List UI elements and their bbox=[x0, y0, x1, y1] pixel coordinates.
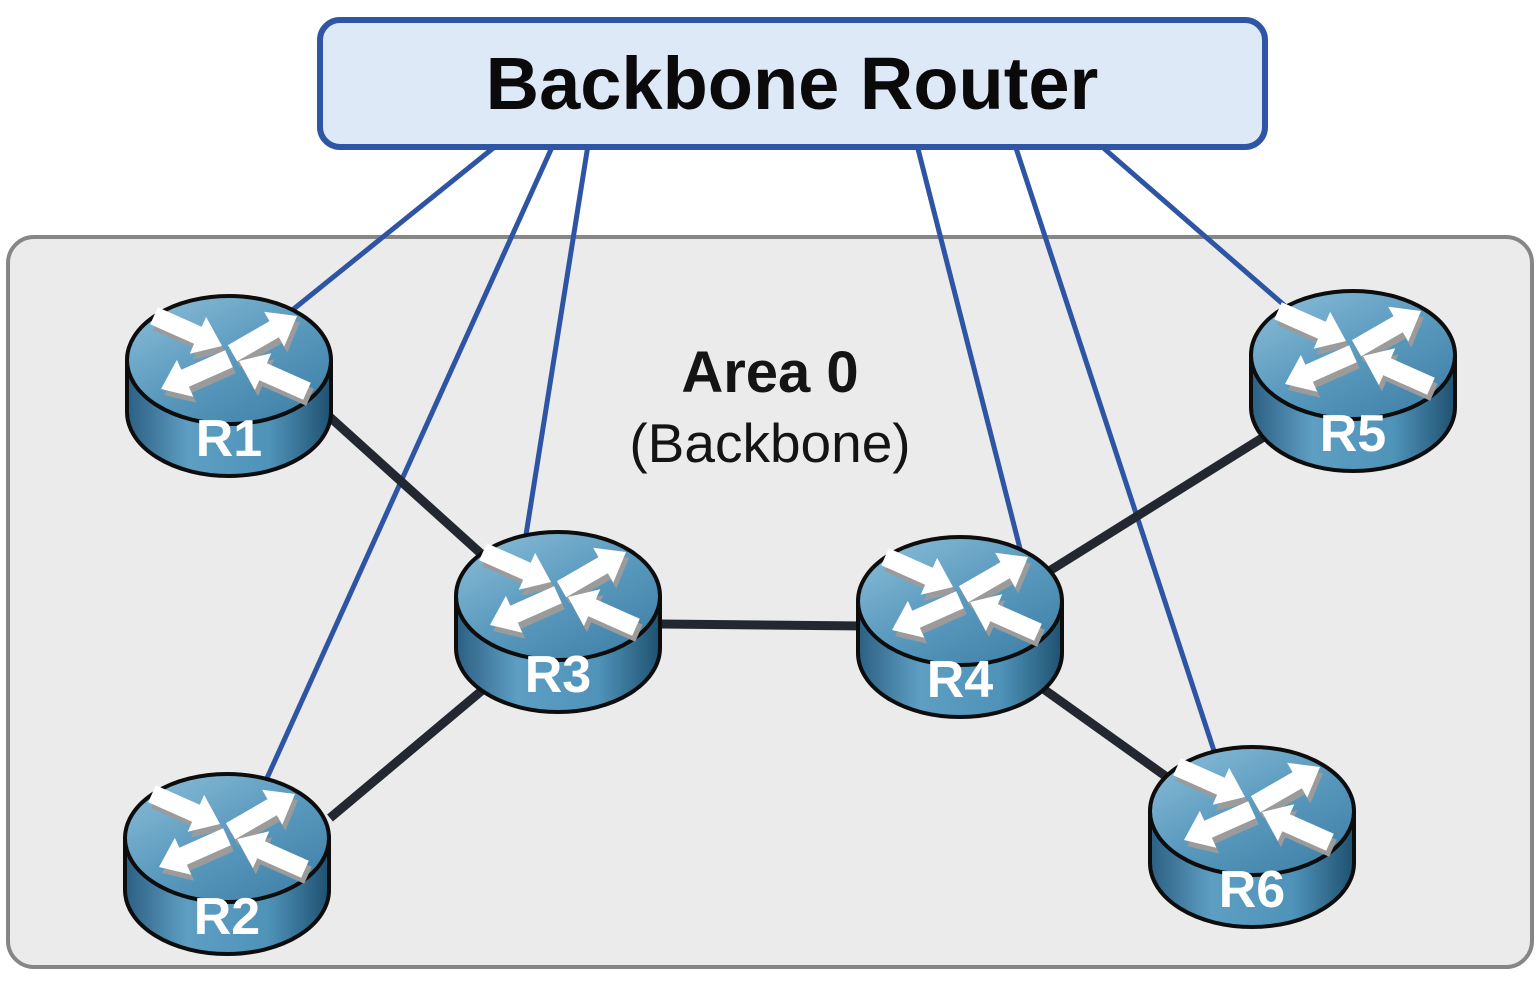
router-r4: R4 bbox=[858, 537, 1062, 717]
area0-subtitle: (Backbone) bbox=[629, 412, 910, 474]
router-label-r4: R4 bbox=[927, 651, 994, 709]
uplink-backbone-r1 bbox=[278, 143, 499, 322]
router-label-r1: R1 bbox=[196, 410, 262, 468]
router-label-r2: R2 bbox=[194, 888, 260, 946]
router-label-r6: R6 bbox=[1219, 861, 1285, 919]
router-r5: R5 bbox=[1251, 291, 1455, 471]
backbone-router-box bbox=[317, 17, 1268, 150]
routers: R1 R2 R3 R4 R5 R6 bbox=[125, 291, 1455, 954]
uplink-backbone-r2 bbox=[227, 143, 556, 862]
area0-title: Area 0 bbox=[681, 340, 858, 405]
backbone-router-title: Backbone Router bbox=[486, 42, 1099, 125]
uplink-backbone-r6 bbox=[1012, 144, 1243, 831]
router-label-r3: R3 bbox=[525, 646, 591, 704]
router-r6: R6 bbox=[1150, 747, 1354, 927]
router-r2: R2 bbox=[125, 774, 329, 954]
area0-zone bbox=[6, 235, 1534, 969]
router-label-r5: R5 bbox=[1320, 405, 1386, 463]
uplink-backbone-r3 bbox=[519, 144, 591, 561]
router-r1: R1 bbox=[127, 296, 331, 476]
router-r3: R3 bbox=[456, 532, 660, 712]
uplink-backbone-r4 bbox=[914, 144, 1031, 581]
